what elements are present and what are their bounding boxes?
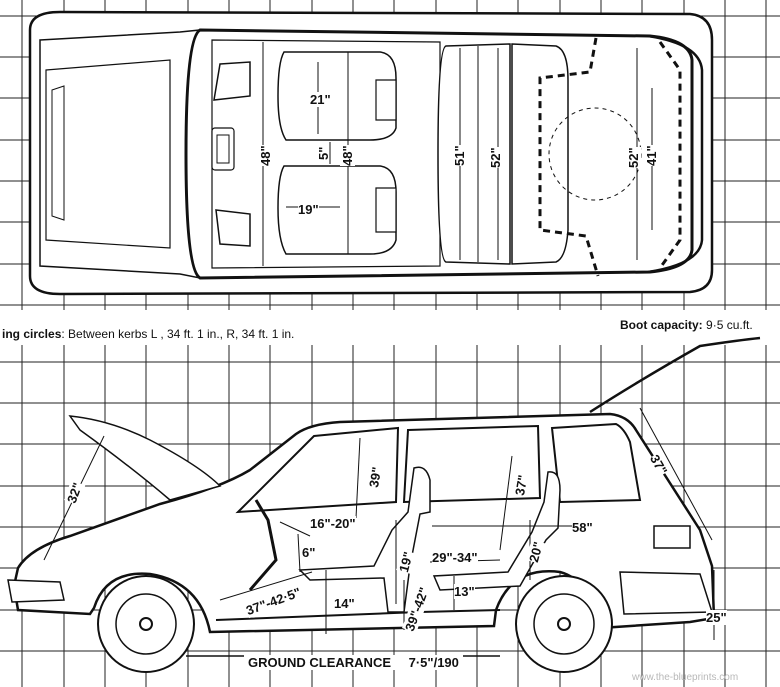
side-rear-wheel — [515, 575, 613, 673]
plan-view — [28, 10, 714, 296]
side-view — [7, 336, 761, 673]
watermark: www.the-blueprints.com — [632, 672, 739, 683]
side-dim-13: 13" — [454, 584, 475, 599]
plan-dim-5: 5" — [316, 146, 331, 160]
side-window-middle — [402, 424, 542, 504]
side-dim-58: 58" — [572, 520, 593, 535]
side-hood-raised — [68, 415, 222, 501]
ground-clearance-label: GROUND CLEARANCE — [248, 655, 391, 670]
side-tailgate-raised — [589, 336, 761, 414]
side-window-rear — [550, 422, 642, 504]
plan-dim-52a: 52" — [488, 147, 503, 168]
turning-circles-label: ing circles — [2, 327, 62, 341]
side-dim-14: 14" — [334, 596, 355, 611]
plan-dim-21: 21" — [310, 92, 331, 107]
plan-dim-48a: 48" — [258, 145, 273, 166]
side-dim-29-34: 29"-34" — [432, 550, 478, 565]
boot-capacity-label: Boot capacity: — [620, 318, 703, 332]
plan-dim-19: 19" — [298, 202, 319, 217]
plan-boot-outline — [538, 37, 682, 277]
boot-capacity-caption: Boot capacity: 9·5 cu.ft. — [620, 318, 753, 332]
plan-rear-bench — [437, 43, 511, 265]
side-window-front — [235, 426, 400, 514]
side-dim-6: 6" — [302, 545, 316, 560]
turning-circles-value: : Between kerbs L , 34 ft. 1 in., R, 34 … — [61, 327, 295, 341]
plan-dim-48b: 48" — [340, 145, 355, 166]
side-dim-16-20: 16"-20" — [310, 516, 356, 531]
plan-front-seat-left — [277, 165, 397, 255]
ground-clearance-value: 7·5"/190 — [408, 655, 459, 670]
side-front-wheel — [97, 575, 195, 673]
side-front-seat — [298, 466, 431, 613]
turning-circles-caption: ing circles: Between kerbs L , 34 ft. 1 … — [2, 327, 294, 341]
plan-dim-41: 41" — [644, 145, 659, 166]
plan-front-seat-right — [277, 51, 397, 141]
side-dim-25: 25" — [706, 610, 727, 625]
boot-capacity-value: 9·5 cu.ft. — [702, 318, 753, 332]
ground-clearance-caption: GROUND CLEARANCE 7·5"/190 — [244, 655, 463, 670]
plan-dim-52b: 52" — [626, 147, 641, 168]
plan-dim-51: 51" — [452, 145, 467, 166]
